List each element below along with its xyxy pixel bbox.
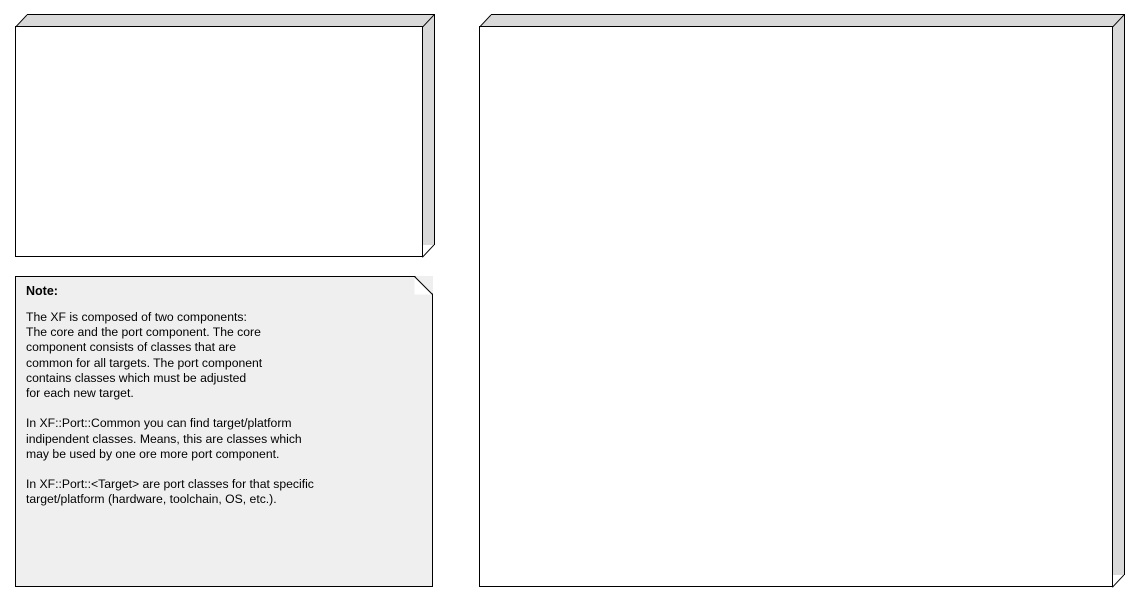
note-folded-corner-icon <box>414 276 433 295</box>
note-box[interactable]: Note: The XF is composed of two componen… <box>15 276 433 587</box>
package-corner-diagonal-bottomright <box>422 244 435 258</box>
package-edge-top <box>491 14 1125 15</box>
package-bevel-right <box>422 14 435 245</box>
xf-framework-package[interactable]: XF (Execution Framework) XF::Core XF::Po… <box>15 14 435 258</box>
package-bevel-top <box>479 14 1125 27</box>
package-edge-right <box>434 14 435 245</box>
package-corner-diagonal-bottomright <box>1112 574 1125 588</box>
note-label: Note: <box>26 284 58 298</box>
package-face <box>479 26 1113 587</box>
package-edge-right <box>1124 14 1125 575</box>
package-bevel-right <box>1112 14 1125 575</box>
package-face <box>15 26 423 257</box>
note-body <box>15 276 433 587</box>
package-bevel-top <box>15 14 435 27</box>
package-edge-top <box>27 14 435 15</box>
xf-f7disco-package[interactable]: XF for F7-DISCO Target (Example) XF::Cor… <box>479 14 1125 588</box>
note-text: The XF is composed of two components: Th… <box>26 310 314 507</box>
